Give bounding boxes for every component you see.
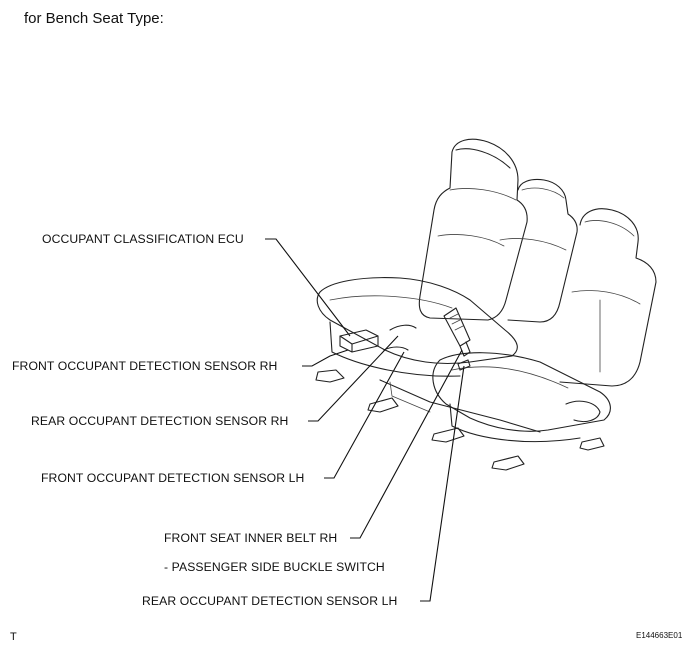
- leader-lines: [265, 238, 465, 602]
- left-seatback: [418, 138, 528, 321]
- label-rear-occupant-sensor-lh: REAR OCCUPANT DETECTION SENSOR LH: [142, 594, 398, 608]
- label-passenger-buckle-switch: - PASSENGER SIDE BUCKLE SWITCH: [164, 560, 385, 574]
- leader-rear-lh: [420, 365, 465, 602]
- buckle-switch: [443, 307, 471, 357]
- leader-front-rh: [302, 349, 349, 367]
- diagram-heading: for Bench Seat Type:: [24, 10, 164, 27]
- label-occupant-classification-ecu: OCCUPANT CLASSIFICATION ECU: [42, 232, 244, 246]
- label-front-occupant-sensor-lh: FRONT OCCUPANT DETECTION SENSOR LH: [41, 471, 305, 485]
- leader-front-lh: [324, 351, 405, 479]
- rear-sensor-lh-strip: [457, 359, 471, 371]
- label-front-occupant-sensor-rh: FRONT OCCUPANT DETECTION SENSOR RH: [12, 359, 278, 373]
- seat-legs: [315, 369, 605, 471]
- label-front-seat-inner-belt-rh: FRONT SEAT INNER BELT RH: [164, 531, 338, 545]
- middle-seatback: [499, 178, 578, 323]
- front-sensor-rh-strip: [389, 324, 417, 331]
- leader-rear-rh: [308, 335, 399, 422]
- leader-belt-rh: [350, 349, 463, 539]
- ecu-box: [339, 329, 379, 353]
- label-rear-occupant-sensor-rh: REAR OCCUPANT DETECTION SENSOR RH: [31, 414, 289, 428]
- seat-cushion: [316, 277, 611, 443]
- leader-ecu: [265, 238, 351, 337]
- right-seatback: [559, 208, 657, 387]
- footer-mark: T: [10, 631, 17, 643]
- figure-code: E144663E01: [636, 631, 683, 640]
